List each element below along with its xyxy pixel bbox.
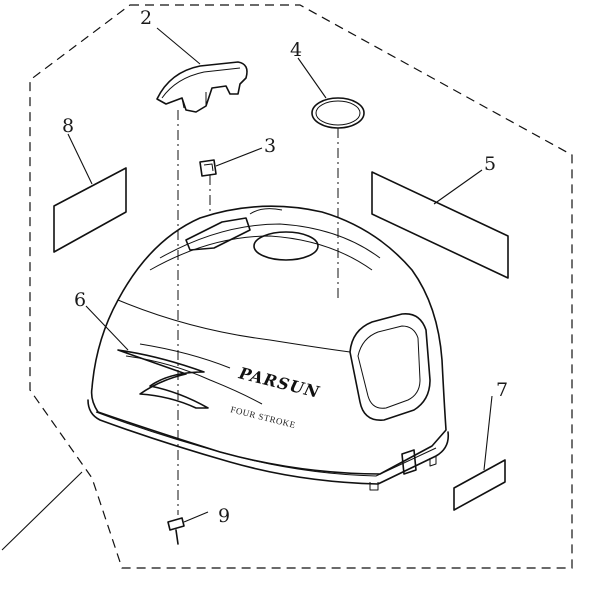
cowling-tagline-text: FOUR STROKE (230, 404, 297, 430)
part-decal-small (453, 459, 506, 511)
callout-4: 4 (290, 39, 302, 61)
part-handle-cap (156, 61, 248, 113)
cowling-brand-text: PARSUN (236, 363, 322, 402)
leader-item-1 (1, 471, 83, 551)
assembly-boundary (29, 4, 573, 569)
part-decal-left (53, 167, 127, 253)
leader-item-4 (297, 57, 327, 99)
part-clip (199, 159, 217, 177)
leader-item-8 (67, 133, 93, 185)
leader-item-3 (215, 147, 263, 167)
callout-5: 5 (484, 153, 496, 175)
leader-item-5 (433, 169, 483, 205)
callout-6: 6 (74, 289, 86, 311)
leader-item-9 (183, 511, 209, 523)
callout-8: 8 (62, 115, 74, 137)
callout-2: 2 (140, 7, 152, 29)
callout-7: 7 (496, 379, 508, 401)
leader-item-2 (156, 27, 201, 65)
callout-9: 9 (218, 505, 230, 527)
part-cowling: PARSUN FOUR STROKE (87, 205, 450, 491)
part-decal-right (371, 171, 509, 279)
part-screw (167, 517, 185, 545)
callout-3: 3 (264, 135, 276, 157)
part-o-ring (311, 97, 365, 129)
leader-item-6 (85, 305, 129, 351)
leader-item-7 (483, 395, 493, 471)
